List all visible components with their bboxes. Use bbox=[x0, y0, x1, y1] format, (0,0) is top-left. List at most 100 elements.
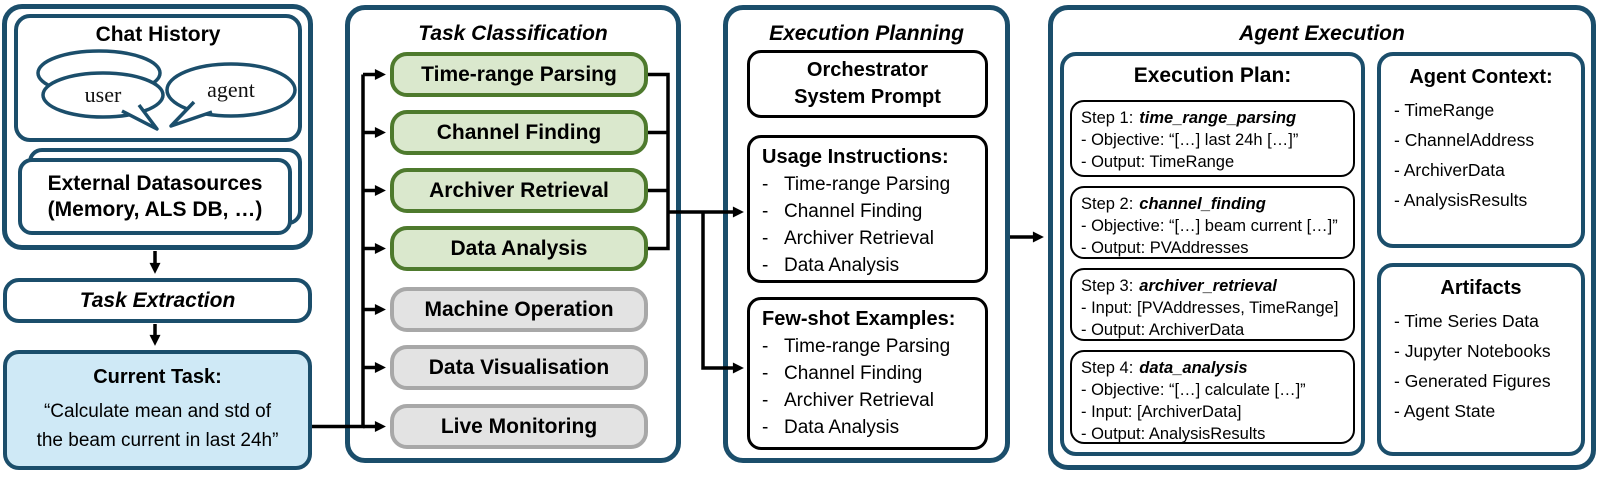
orchestrator-line1: Orchestrator bbox=[806, 59, 929, 81]
few-shot-item-label: Time-range Parsing bbox=[784, 336, 951, 357]
usage-item: -Channel Finding bbox=[762, 198, 981, 225]
step-4-heading: Step 4: data_analysis bbox=[1081, 357, 1344, 379]
bullet-dash: - bbox=[762, 174, 769, 195]
few-shot-examples-box: Few-shot Examples: -Time-range Parsing -… bbox=[747, 297, 988, 450]
task-extraction-box: Task Extraction bbox=[3, 278, 312, 323]
agent-execution-title: Agent Execution bbox=[1239, 22, 1405, 45]
usage-instructions-title: Usage Instructions: bbox=[762, 146, 949, 168]
step-3-box: Step 3: archiver_retrieval - Input: [PVAd… bbox=[1070, 268, 1355, 341]
current-task-box: Current Task: “Calculate mean and std of… bbox=[3, 350, 312, 470]
few-shot-item-label: Channel Finding bbox=[784, 363, 923, 384]
step-2-line: - Output: PVAddresses bbox=[1081, 239, 1249, 257]
external-datasources-line1: External Datasources bbox=[47, 171, 263, 195]
step-4-label: Step 4: bbox=[1081, 359, 1134, 377]
agent-bubble-label: agent bbox=[207, 77, 255, 102]
few-shot-item: -Time-range Parsing bbox=[762, 333, 981, 360]
step-4-box: Step 4:data_analysis - Objective: “[…] c… bbox=[1070, 350, 1355, 444]
artifacts-title: Artifacts bbox=[1440, 277, 1522, 299]
step-4-line: - Input: [ArchiverData] bbox=[1081, 403, 1242, 421]
step-1-name: time_range_parsing bbox=[1139, 109, 1297, 127]
artifacts-item: - Generated Figures bbox=[1394, 371, 1551, 391]
few-shot-examples-title: Few-shot Examples: bbox=[762, 308, 956, 330]
artifacts-item: - Agent State bbox=[1394, 401, 1496, 421]
task-box-machine-operation: Machine Operation bbox=[390, 287, 648, 332]
agent-context-items: - TimeRange - ChannelAddress - ArchiverD… bbox=[1381, 89, 1581, 215]
execution-plan-title: Execution Plan: bbox=[1133, 64, 1292, 87]
agent-context-item: - TimeRange bbox=[1394, 100, 1495, 120]
step-3-line: - Input: [PVAddresses, TimeRange] bbox=[1081, 299, 1339, 317]
bullet-dash: - bbox=[762, 363, 769, 384]
few-shot-item: -Channel Finding bbox=[762, 360, 981, 387]
user-bubble-label: user bbox=[85, 82, 122, 107]
usage-item: -Data Analysis bbox=[762, 252, 981, 279]
usage-item-label: Archiver Retrieval bbox=[784, 228, 934, 249]
agent-context-item: - ChannelAddress bbox=[1394, 130, 1535, 150]
step-1-heading: Step 1: time_range_parsing bbox=[1081, 107, 1344, 129]
task-box-live-monitoring: Live Monitoring bbox=[390, 404, 648, 449]
input-sources-panel: Chat History user agent External Datasou… bbox=[2, 4, 313, 250]
task-box-data-visualisation: Data Visualisation bbox=[390, 345, 648, 390]
usage-item-label: Data Analysis bbox=[784, 255, 900, 276]
bullet-dash: - bbox=[762, 201, 769, 222]
step-2-line: - Objective: “[…] beam current […]” bbox=[1081, 217, 1338, 235]
bullet-dash: - bbox=[762, 255, 769, 276]
usage-item-label: Channel Finding bbox=[784, 201, 923, 222]
agent-execution-panel: Agent Execution Execution Plan: Step 1: t… bbox=[1048, 5, 1596, 470]
task-box-data-analysis: Data Analysis bbox=[390, 226, 648, 271]
artifacts-item: - Time Series Data bbox=[1394, 311, 1539, 331]
current-task-title: Current Task: bbox=[93, 366, 222, 388]
usage-item: -Archiver Retrieval bbox=[762, 225, 981, 252]
usage-item: -Time-range Parsing bbox=[762, 171, 981, 198]
user-bubble-icon bbox=[41, 71, 165, 119]
bullet-dash: - bbox=[762, 417, 769, 438]
step-4-name: data_analysis bbox=[1139, 359, 1248, 377]
orchestrator-line2: System Prompt bbox=[794, 86, 941, 108]
few-shot-item: -Archiver Retrieval bbox=[762, 387, 981, 414]
orchestrator-system-prompt-box: Orchestrator System Prompt bbox=[747, 50, 988, 118]
bullet-dash: - bbox=[762, 336, 769, 357]
step-1-box: Step 1: time_range_parsing - Objective: “… bbox=[1070, 100, 1355, 177]
chat-history-title: Chat History bbox=[95, 23, 221, 46]
usage-instructions-box: Usage Instructions: -Time-range Parsing … bbox=[747, 135, 988, 283]
agent-bubble-tail-icon bbox=[169, 100, 213, 128]
task-classification-panel: Task Classification Time-range Parsing C… bbox=[345, 5, 681, 463]
step-3-label: Step 3: bbox=[1081, 277, 1134, 295]
task-box-archiver-retrieval: Archiver Retrieval bbox=[390, 168, 648, 213]
current-task-line1: “Calculate mean and std of bbox=[43, 401, 272, 422]
step-1-line: - Objective: “[…] last 24h […]” bbox=[1081, 131, 1299, 149]
artifacts-item: - Jupyter Notebooks bbox=[1394, 341, 1551, 361]
usage-item-label: Time-range Parsing bbox=[784, 174, 951, 195]
few-shot-item: -Data Analysis bbox=[762, 414, 981, 441]
step-4-line: - Output: AnalysisResults bbox=[1081, 425, 1266, 443]
artifacts-items: - Time Series Data - Jupyter Notebooks -… bbox=[1381, 300, 1581, 426]
step-3-line: - Output: ArchiverData bbox=[1081, 321, 1245, 339]
execution-plan-subpanel: Execution Plan: Step 1: time_range_parsin… bbox=[1060, 52, 1365, 456]
agent-context-title: Agent Context: bbox=[1409, 66, 1553, 88]
bullet-dash: - bbox=[762, 390, 769, 411]
step-2-box: Step 2: channel_finding - Objective: “[…]… bbox=[1070, 186, 1355, 259]
step-3-name: archiver_retrieval bbox=[1139, 277, 1277, 295]
agent-context-item: - ArchiverData bbox=[1394, 160, 1505, 180]
step-2-name: channel_finding bbox=[1139, 195, 1266, 213]
step-2-heading: Step 2: channel_finding bbox=[1081, 193, 1344, 215]
external-datasources-box: External Datasources (Memory, ALS DB, …) bbox=[18, 158, 292, 235]
execution-planning-title: Execution Planning bbox=[769, 22, 964, 45]
external-datasources-line2: (Memory, ALS DB, …) bbox=[47, 197, 263, 221]
step-1-line: - Output: TimeRange bbox=[1081, 153, 1235, 171]
current-task-line2: the beam current in last 24h” bbox=[36, 430, 279, 451]
bullet-dash: - bbox=[762, 228, 769, 249]
step-3-heading: Step 3: archiver_retrieval bbox=[1081, 275, 1344, 297]
execution-planning-panel: Execution Planning Orchestrator System P… bbox=[723, 5, 1010, 463]
chat-history-box: Chat History user agent bbox=[14, 14, 302, 142]
chat-bubbles-illustration: user agent bbox=[36, 49, 297, 131]
task-box-time-range-parsing: Time-range Parsing bbox=[390, 52, 648, 97]
artifacts-box: Artifacts - Time Series Data - Jupyter N… bbox=[1377, 263, 1585, 456]
agent-bubble-icon bbox=[165, 62, 297, 118]
agent-context-item: - AnalysisResults bbox=[1394, 190, 1528, 210]
agent-context-box: Agent Context: - TimeRange - ChannelAddr… bbox=[1377, 52, 1585, 248]
task-extraction-label: Task Extraction bbox=[79, 289, 236, 312]
step-1-label: Step 1: bbox=[1081, 109, 1134, 127]
step-2-label: Step 2: bbox=[1081, 195, 1134, 213]
user-bubble-tail-icon bbox=[121, 103, 159, 131]
